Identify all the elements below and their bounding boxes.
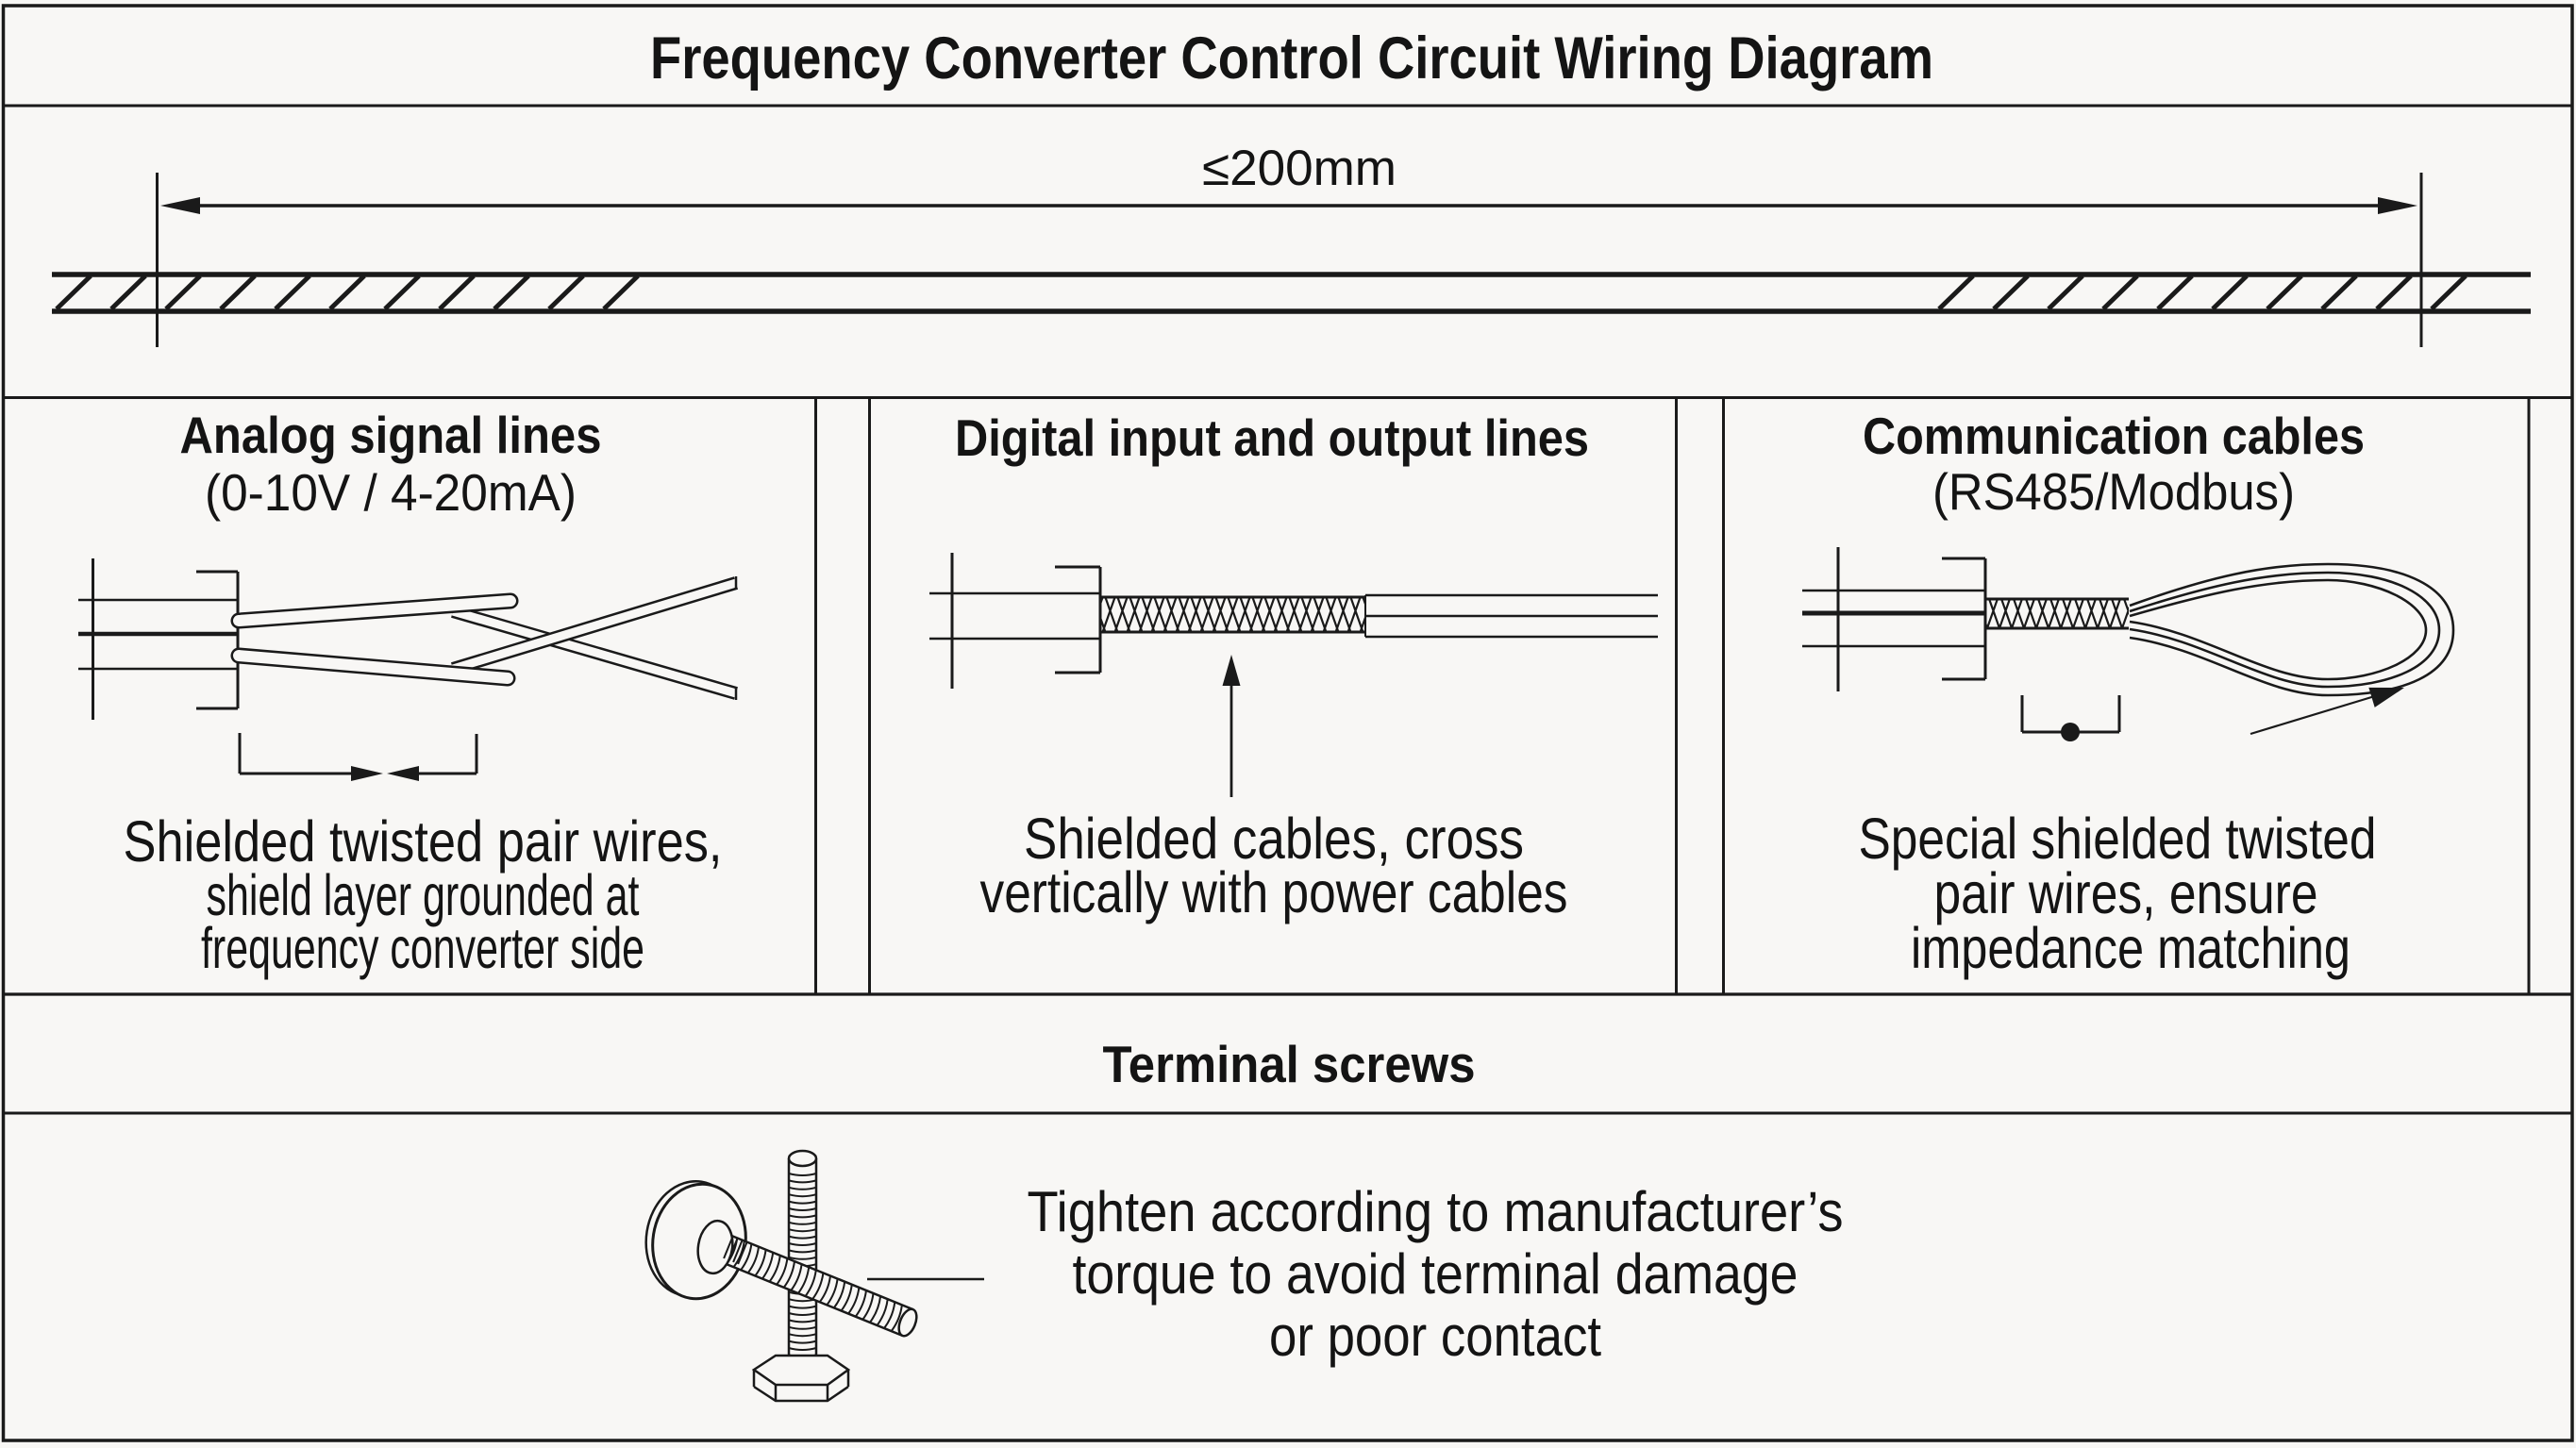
svg-text:pair wires, ensure: pair wires, ensure [1934, 861, 2318, 925]
svg-text:or poor contact: or poor contact [1269, 1305, 1601, 1368]
svg-text:Shielded twisted pair wires,: Shielded twisted pair wires, [124, 809, 723, 874]
svg-text:Frequency Converter Control Ci: Frequency Converter Control Circuit Wiri… [650, 25, 1933, 92]
svg-text:(0-10V / 4-20mA): (0-10V / 4-20mA) [205, 463, 577, 522]
svg-text:≤200mm: ≤200mm [1202, 141, 1397, 196]
svg-text:Tighten according to manufactu: Tighten according to manufacturer’s [1028, 1180, 1844, 1243]
svg-text:Shielded cables, cross: Shielded cables, cross [1024, 807, 1524, 871]
svg-text:torque to avoid terminal damag: torque to avoid terminal damage [1073, 1242, 1798, 1306]
svg-text:Analog signal lines: Analog signal lines [180, 406, 602, 464]
svg-text:Digital input and output lines: Digital input and output lines [955, 408, 1589, 467]
svg-text:(RS485/Modbus): (RS485/Modbus) [1932, 462, 2295, 521]
svg-text:vertically with power cables: vertically with power cables [980, 860, 1568, 924]
svg-text:impedance matching: impedance matching [1911, 916, 2350, 980]
svg-text:frequency converter side: frequency converter side [201, 916, 644, 980]
svg-text:Special shielded twisted: Special shielded twisted [1859, 807, 2377, 871]
svg-text:Communication cables: Communication cables [1863, 407, 2365, 465]
svg-text:Terminal screws: Terminal screws [1103, 1035, 1476, 1093]
svg-text:shield layer grounded at: shield layer grounded at [207, 863, 640, 927]
